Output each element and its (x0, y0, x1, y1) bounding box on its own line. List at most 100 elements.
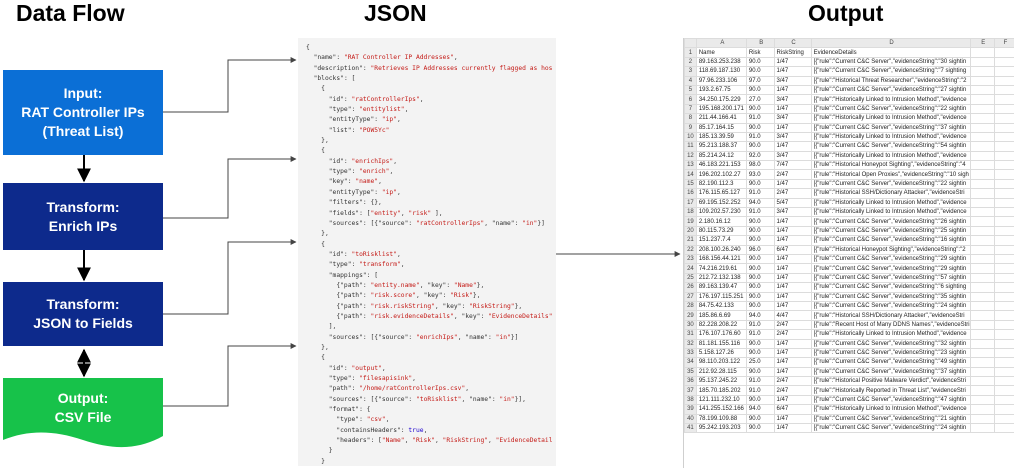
table-cell[interactable] (969, 169, 995, 180)
table-cell[interactable] (993, 84, 1014, 96)
table-cell[interactable]: 2/47 (773, 329, 812, 340)
table-cell[interactable] (993, 141, 1014, 152)
table-cell[interactable]: [{"rule":"Current C&C Server","evidenceS… (810, 366, 971, 378)
table-cell[interactable] (993, 122, 1014, 133)
table-cell[interactable]: 90.0 (745, 216, 775, 227)
table-cell[interactable]: [{"rule":"Current C&C Server","evidenceS… (810, 263, 971, 274)
table-cell[interactable]: 1/47 (773, 357, 812, 368)
column-header[interactable]: C (773, 38, 812, 49)
table-cell[interactable]: 90.0 (745, 300, 775, 312)
table-cell[interactable]: 95.242.193.203 (695, 422, 747, 434)
table-cell[interactable]: 151.237.7.4 (695, 235, 747, 246)
table-cell[interactable]: 1/47 (773, 394, 812, 406)
table-cell[interactable]: 97.96.233.106 (695, 75, 747, 86)
table-cell[interactable] (969, 244, 995, 256)
table-cell[interactable]: 98.0 (745, 160, 775, 171)
table-cell[interactable]: 185.13.39.59 (695, 131, 747, 143)
table-cell[interactable]: 2.180.16.12 (695, 216, 747, 227)
table-cell[interactable]: [{"rule":"Current C&C Server","evidenceS… (810, 413, 971, 425)
table-cell[interactable] (993, 385, 1014, 396)
table-cell[interactable] (993, 404, 1014, 415)
table-cell[interactable] (993, 329, 1014, 340)
table-cell[interactable]: [{"rule":"Current C&C Server","evidenceS… (810, 235, 971, 246)
table-cell[interactable]: [{"rule":"Current C&C Server","evidenceS… (810, 253, 971, 265)
table-cell[interactable] (993, 394, 1014, 406)
table-cell[interactable]: 95.137.245.22 (695, 376, 747, 387)
table-cell[interactable] (969, 376, 995, 387)
table-cell[interactable]: [{"rule":"Historically Linked to Intrusi… (810, 94, 971, 105)
table-cell[interactable]: 93.0 (745, 169, 775, 180)
table-cell[interactable] (993, 413, 1014, 425)
table-cell[interactable] (993, 207, 1014, 218)
table-cell[interactable]: 90.0 (745, 282, 775, 293)
table-cell[interactable]: 208.100.26.240 (695, 244, 747, 256)
table-cell[interactable] (969, 253, 995, 265)
table-cell[interactable]: 3/47 (773, 113, 812, 124)
table-cell[interactable]: 176.197.115.251 (695, 291, 747, 302)
table-cell[interactable]: RiskString (773, 47, 812, 58)
table-cell[interactable]: [{"rule":"Current C&C Server","evidenceS… (810, 141, 971, 152)
table-cell[interactable] (993, 66, 1014, 77)
table-cell[interactable]: 90.0 (745, 178, 775, 190)
table-cell[interactable]: [{"rule":"Historical Honeypot Sighting",… (810, 160, 971, 171)
column-header[interactable] (684, 38, 697, 49)
table-cell[interactable] (969, 216, 995, 227)
table-cell[interactable]: 25.0 (745, 357, 775, 368)
table-cell[interactable] (969, 178, 995, 190)
table-cell[interactable]: 91.0 (745, 188, 775, 199)
table-cell[interactable]: 90.0 (745, 122, 775, 133)
table-cell[interactable]: [{"rule":"Historically Linked to Intrusi… (810, 404, 971, 415)
table-cell[interactable]: 7/47 (773, 160, 812, 171)
table-cell[interactable]: [{"rule":"Historically Linked to Intrusi… (810, 150, 971, 162)
table-cell[interactable]: 74.216.219.61 (695, 263, 747, 274)
table-cell[interactable]: 91.0 (745, 207, 775, 218)
table-cell[interactable] (969, 150, 995, 162)
table-cell[interactable] (993, 131, 1014, 143)
table-cell[interactable]: 211.44.166.41 (695, 113, 747, 124)
table-cell[interactable]: 85.214.24.12 (695, 150, 747, 162)
table-cell[interactable] (993, 103, 1014, 115)
table-cell[interactable]: [{"rule":"Current C&C Server","evidenceS… (810, 300, 971, 312)
table-cell[interactable] (993, 94, 1014, 105)
table-cell[interactable]: 92.0 (745, 150, 775, 162)
table-cell[interactable]: [{"rule":"Current C&C Server","evidenceS… (810, 338, 971, 349)
table-cell[interactable] (969, 272, 995, 284)
table-cell[interactable]: 6/47 (773, 404, 812, 415)
table-cell[interactable]: 1/47 (773, 178, 812, 190)
table-cell[interactable] (969, 357, 995, 368)
table-cell[interactable]: 212.72.132.138 (695, 272, 747, 284)
table-cell[interactable]: Name (695, 47, 747, 58)
table-cell[interactable]: 1/47 (773, 263, 812, 274)
table-cell[interactable]: 1/47 (773, 291, 812, 302)
table-cell[interactable]: 2/47 (773, 188, 812, 199)
table-cell[interactable]: 5.158.127.26 (695, 347, 747, 359)
table-cell[interactable]: 34.250.175.229 (695, 94, 747, 105)
table-cell[interactable] (969, 310, 995, 321)
table-cell[interactable] (993, 244, 1014, 256)
table-cell[interactable]: 1/47 (773, 422, 812, 434)
table-cell[interactable] (969, 113, 995, 124)
table-cell[interactable]: 3/47 (773, 75, 812, 86)
table-cell[interactable]: 1/47 (773, 338, 812, 349)
table-cell[interactable]: [{"rule":"Current C&C Server","evidenceS… (810, 84, 971, 96)
table-cell[interactable]: 90.0 (745, 66, 775, 77)
table-cell[interactable]: 1/47 (773, 300, 812, 312)
table-cell[interactable]: 3/47 (773, 207, 812, 218)
table-cell[interactable] (993, 347, 1014, 359)
table-cell[interactable] (969, 282, 995, 293)
table-cell[interactable] (969, 141, 995, 152)
table-cell[interactable]: 97.0 (745, 75, 775, 86)
table-cell[interactable] (993, 357, 1014, 368)
table-cell[interactable]: 1/47 (773, 56, 812, 68)
table-cell[interactable]: 27.0 (745, 94, 775, 105)
column-header[interactable]: D (810, 38, 971, 49)
table-cell[interactable] (993, 188, 1014, 199)
column-header[interactable]: B (745, 38, 775, 49)
table-cell[interactable]: [{"rule":"Current C&C Server","evidenceS… (810, 422, 971, 434)
table-cell[interactable] (969, 413, 995, 425)
table-cell[interactable]: 1/47 (773, 253, 812, 265)
table-cell[interactable] (993, 338, 1014, 349)
table-cell[interactable]: [{"rule":"Current C&C Server","evidenceS… (810, 394, 971, 406)
table-cell[interactable]: [{"rule":"Historical Honeypot Sighting",… (810, 244, 971, 256)
table-cell[interactable]: 1/47 (773, 122, 812, 133)
